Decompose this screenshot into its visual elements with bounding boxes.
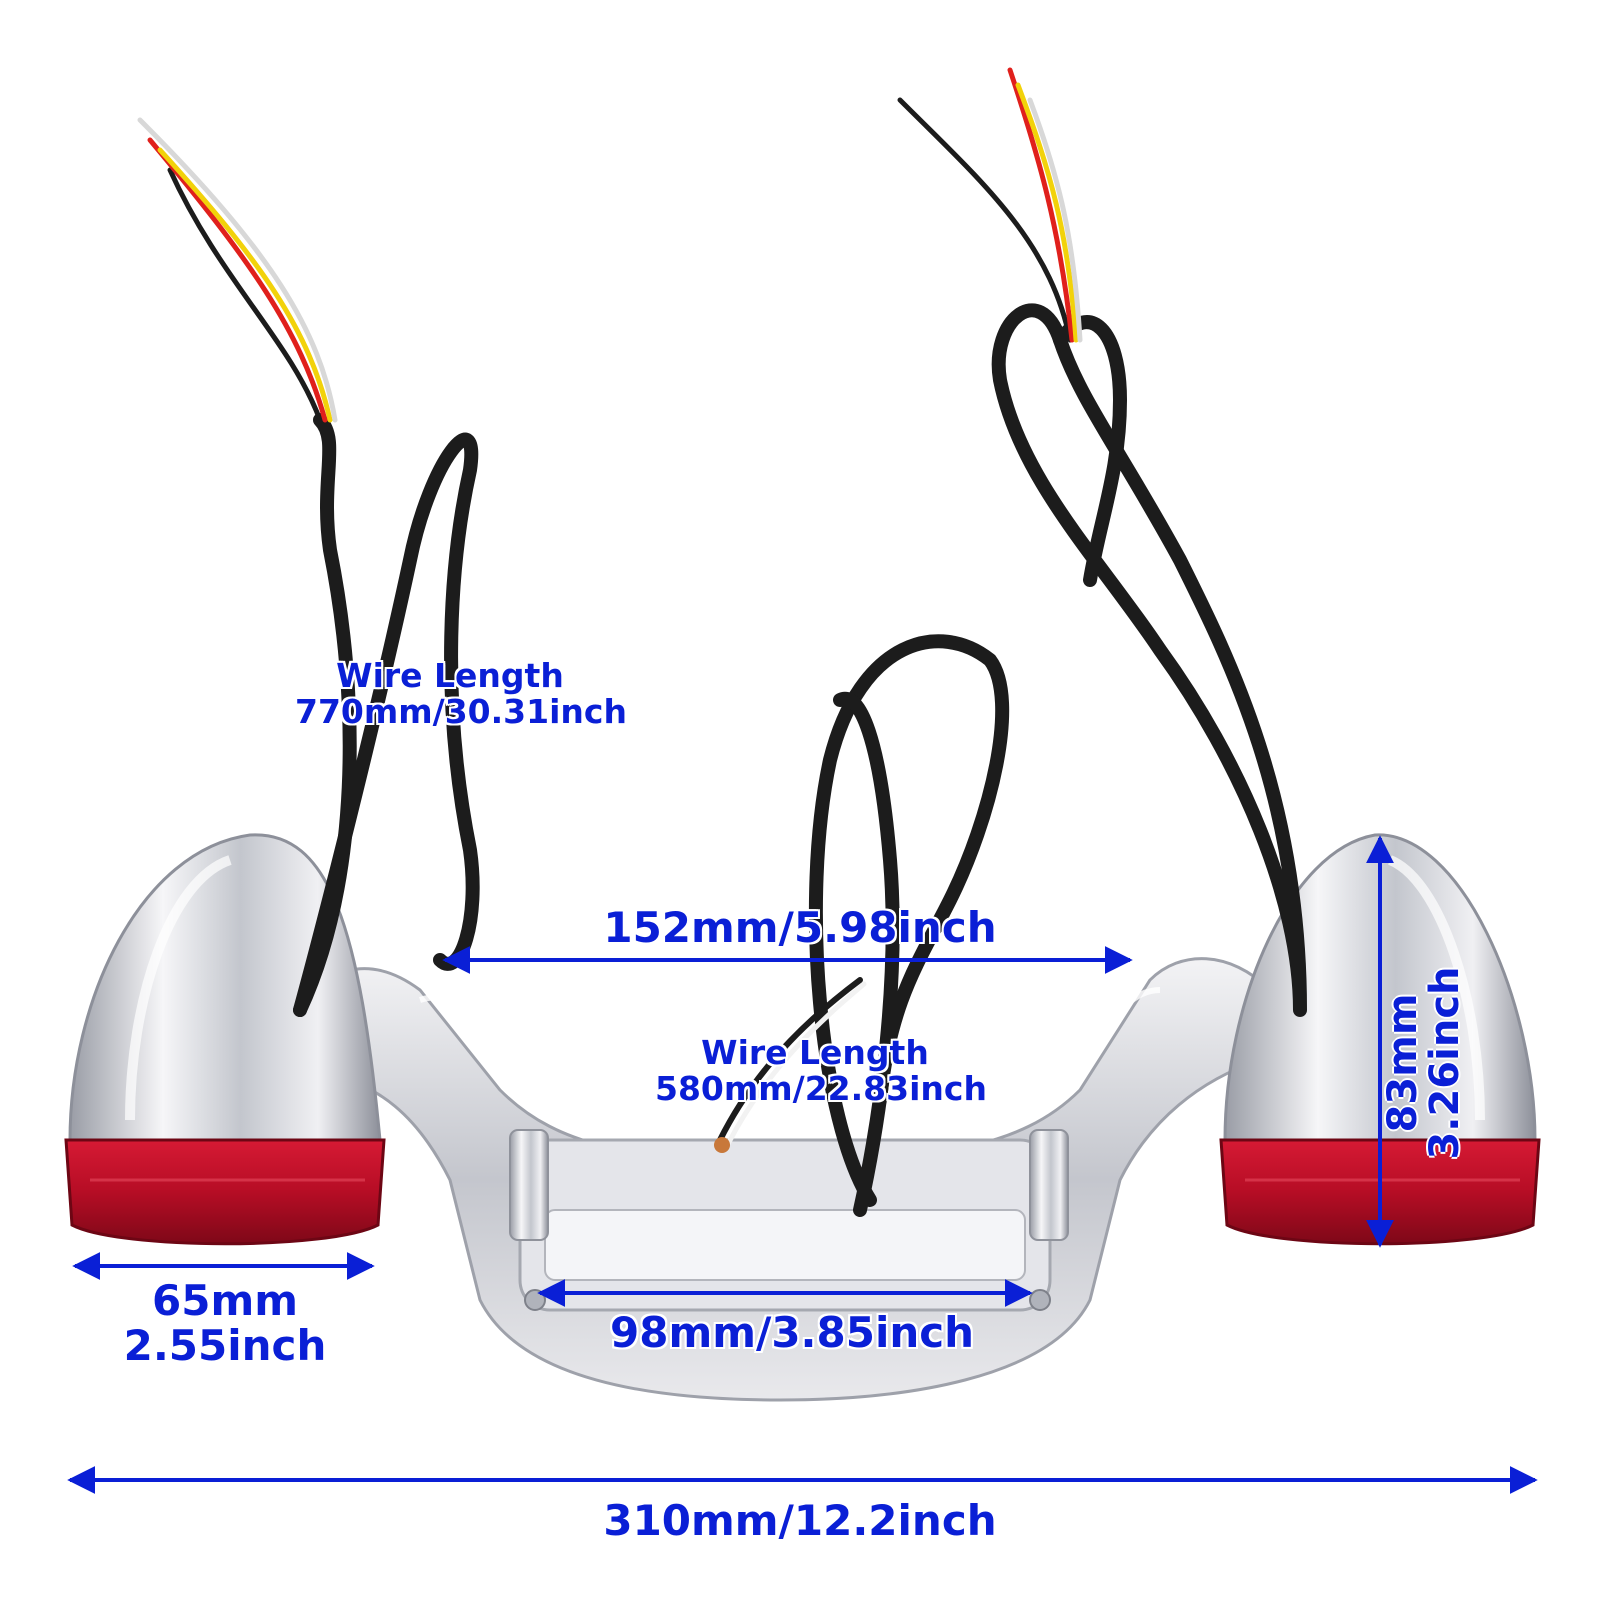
wire-length-left-label: Wire Length 770mm/30.31inch xyxy=(295,656,627,731)
dimension-arrows xyxy=(67,835,1538,1494)
wire-length-center-label: Wire Length 580mm/22.83inch xyxy=(655,1033,987,1108)
light-height-metric: 83mm xyxy=(1380,993,1426,1133)
light-height-label: 83mm 3.26inch xyxy=(1380,963,1478,1163)
center-wire-harness xyxy=(714,634,1010,1217)
light-height-imperial: 3.26inch xyxy=(1422,966,1468,1160)
wire-length-left-title: Wire Length xyxy=(336,656,564,695)
lens-diameter-metric: 65mm xyxy=(152,1276,298,1325)
wire-length-center-value: 580mm/22.83inch xyxy=(655,1068,987,1108)
left-turn-signal-light xyxy=(64,833,386,1246)
lens-diameter-label: 65mm 2.55inch xyxy=(110,1278,340,1369)
left-wire-harness xyxy=(137,117,480,1017)
overall-width-label: 310mm/12.2inch xyxy=(603,1496,997,1545)
wire-length-left-value: 770mm/30.31inch xyxy=(295,691,627,731)
wire-length-center-title: Wire Length xyxy=(701,1033,929,1072)
lens-diameter-imperial: 2.55inch xyxy=(123,1321,327,1371)
right-wire-harness xyxy=(897,67,1307,1017)
light-spacing-label: 152mm/5.98inch xyxy=(603,903,997,952)
plate-light-width-label: 98mm/3.85inch xyxy=(610,1308,975,1357)
